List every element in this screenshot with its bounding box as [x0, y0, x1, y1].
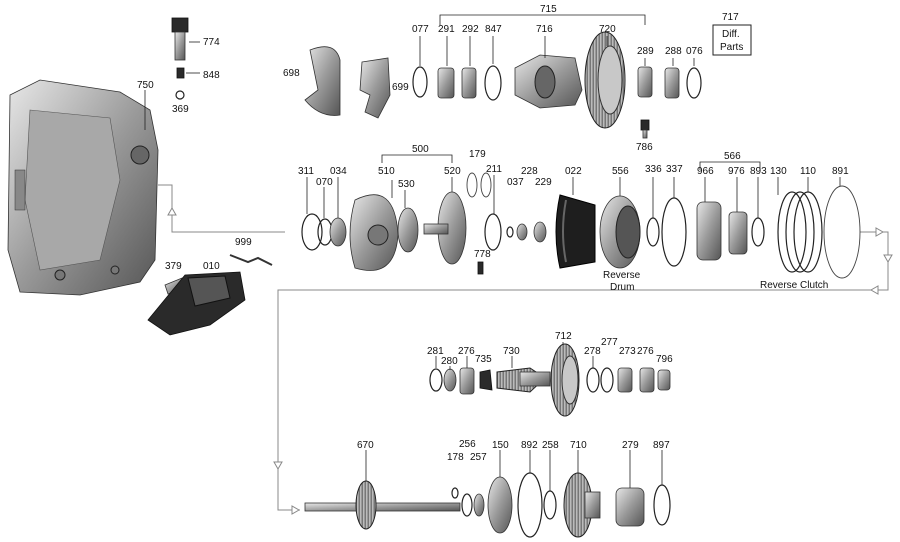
- label-848: 848: [203, 70, 220, 81]
- label-076: 076: [686, 46, 703, 57]
- label-279: 279: [622, 440, 639, 451]
- label-179: 179: [469, 149, 486, 160]
- reverse-drum-caption-line1: Reverse: [603, 270, 641, 281]
- label-037: 037: [507, 177, 524, 188]
- label-796: 796: [656, 354, 673, 365]
- label-337: 337: [666, 164, 683, 175]
- label-178: 178: [447, 452, 464, 463]
- valve-body-parts: [147, 254, 273, 336]
- label-566: 566: [724, 151, 741, 162]
- label-211: 211: [486, 164, 502, 175]
- label-717: 717: [722, 12, 739, 23]
- label-774: 774: [203, 37, 220, 48]
- label-256: 256: [459, 439, 476, 450]
- label-077: 077: [412, 24, 429, 35]
- label-130: 130: [770, 166, 787, 177]
- diff-parts-caption-line1: Diff.: [722, 29, 740, 40]
- label-976: 976: [728, 166, 745, 177]
- output-shaft-row: [304, 472, 671, 538]
- label-311: 311: [298, 166, 314, 177]
- label-070: 070: [316, 177, 333, 188]
- assembly-flow-lines: [158, 184, 893, 515]
- label-966: 966: [697, 166, 714, 177]
- transmission-case-750: [7, 79, 159, 296]
- label-716: 716: [536, 24, 553, 35]
- label-510: 510: [378, 166, 395, 177]
- label-034: 034: [330, 166, 347, 177]
- diff-parts-box: [712, 24, 752, 56]
- label-698: 698: [283, 68, 300, 79]
- idler-gear-row: [429, 343, 671, 417]
- label-277: 277: [601, 337, 618, 348]
- label-892: 892: [521, 440, 538, 451]
- label-257: 257: [470, 452, 487, 463]
- speed-sensor-assembly: [171, 17, 200, 100]
- label-786: 786: [636, 142, 653, 153]
- label-670: 670: [357, 440, 374, 451]
- label-273: 273: [619, 346, 636, 357]
- label-778: 778: [474, 249, 491, 260]
- label-891: 891: [832, 166, 849, 177]
- label-281: 281: [427, 346, 444, 357]
- label-229: 229: [535, 177, 552, 188]
- label-710: 710: [570, 440, 587, 451]
- label-556: 556: [612, 166, 629, 177]
- label-897: 897: [653, 440, 670, 451]
- reverse-drum-caption-line2: Drum: [610, 282, 634, 293]
- label-699: 699: [392, 82, 409, 93]
- label-750: 750: [137, 80, 154, 91]
- label-276-output: 276: [637, 346, 654, 357]
- pump-reverse-row: [301, 172, 861, 279]
- label-530: 530: [398, 179, 415, 190]
- label-500: 500: [412, 144, 429, 155]
- label-022: 022: [565, 166, 582, 177]
- label-893: 893: [750, 166, 767, 177]
- label-847: 847: [485, 24, 502, 35]
- label-999: 999: [235, 237, 252, 248]
- label-720: 720: [599, 24, 616, 35]
- label-276-idler: 276: [458, 346, 475, 357]
- label-369: 369: [172, 104, 189, 115]
- label-379: 379: [165, 261, 182, 272]
- part-number-labels: 774 848 369 750 698 699 077 291 292 847 …: [137, 4, 849, 463]
- label-228: 228: [521, 166, 538, 177]
- label-292: 292: [462, 24, 479, 35]
- label-288: 288: [665, 46, 682, 57]
- label-735: 735: [475, 354, 492, 365]
- label-280: 280: [441, 356, 458, 367]
- label-730: 730: [503, 346, 520, 357]
- label-258: 258: [542, 440, 559, 451]
- label-278: 278: [584, 346, 601, 357]
- label-520: 520: [444, 166, 461, 177]
- label-715: 715: [540, 4, 557, 15]
- diff-parts-caption-line2: Parts: [720, 42, 743, 53]
- label-336: 336: [645, 164, 662, 175]
- label-010: 010: [203, 261, 220, 272]
- label-110: 110: [800, 166, 816, 177]
- label-150: 150: [492, 440, 509, 451]
- leader-lines: [306, 14, 841, 491]
- label-712: 712: [555, 331, 572, 342]
- differential-row: [304, 31, 702, 139]
- reverse-clutch-caption: Reverse Clutch: [760, 280, 828, 291]
- label-291: 291: [438, 24, 455, 35]
- label-289: 289: [637, 46, 654, 57]
